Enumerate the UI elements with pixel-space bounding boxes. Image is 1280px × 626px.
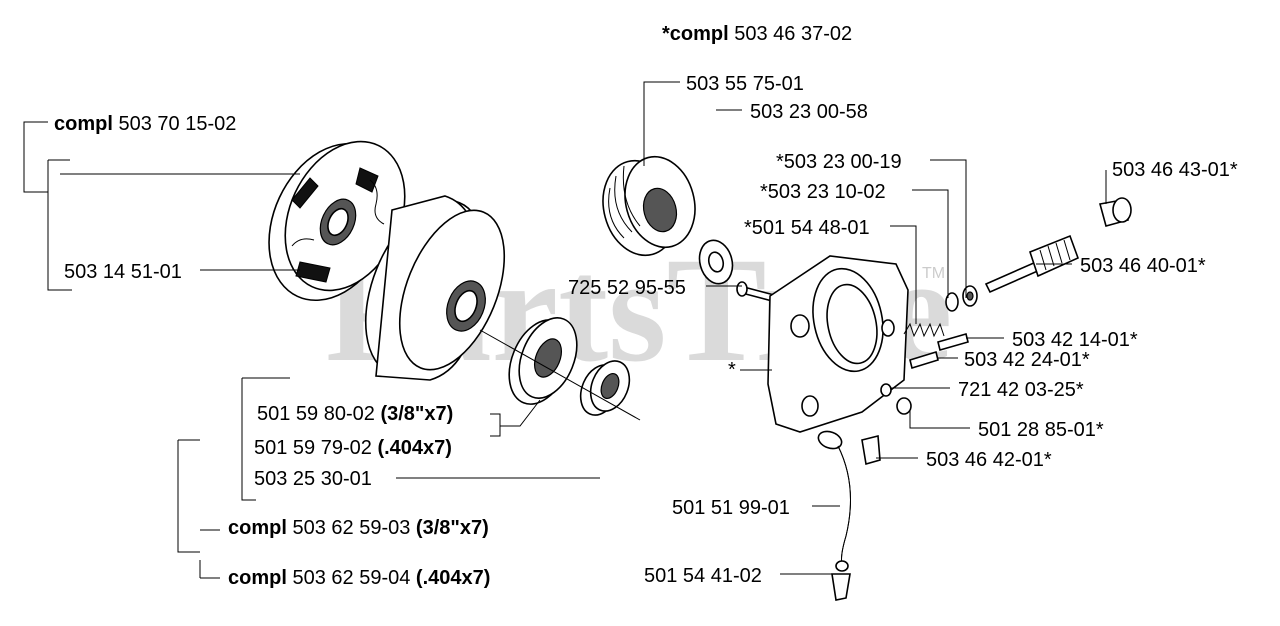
label-503-25-30-01: 503 25 30-01 xyxy=(254,468,372,490)
label-asterisk: * xyxy=(728,359,736,381)
label-503-55-75-01: 503 55 75-01 xyxy=(686,73,804,95)
label-501-59-80-02: 501 59 80-02 (3/8"x7) xyxy=(257,403,453,425)
oil-pump-illustration xyxy=(602,155,1132,601)
label-501-54-48-01: *501 54 48-01 xyxy=(744,217,870,239)
label-501-51-99-01: 501 51 99-01 xyxy=(672,497,790,519)
label-503-23-10-02: *503 23 10-02 xyxy=(760,181,886,203)
label-721-42-03-25: 721 42 03-25* xyxy=(958,379,1084,401)
label-725-52-95-55: 725 52 95-55 xyxy=(568,277,686,299)
label-503-23-00-19: *503 23 00-19 xyxy=(776,151,902,173)
label-503-46-40-01: 503 46 40-01* xyxy=(1080,255,1206,277)
label-501-28-85-01: 501 28 85-01* xyxy=(978,419,1104,441)
leader-lines-left xyxy=(23,121,641,579)
label-503-42-24-01: 503 42 24-01* xyxy=(964,349,1090,371)
label-501-59-79-02: 501 59 79-02 (.404x7) xyxy=(254,437,452,459)
label-503-46-43-01: 503 46 43-01* xyxy=(1112,159,1238,181)
label-compl-503-62-59-03: compl 503 62 59-03 (3/8"x7) xyxy=(228,517,489,539)
label-503-23-00-58: 503 23 00-58 xyxy=(750,101,868,123)
label-503-14-51-01: 503 14 51-01 xyxy=(64,261,182,283)
leader-lines-right xyxy=(643,81,1107,575)
label-503-42-14-01: 503 42 14-01* xyxy=(1012,329,1138,351)
clutch-drum-illustration xyxy=(268,140,631,416)
label-compl-503-46-37-02: *compl 503 46 37-02 xyxy=(662,23,852,45)
label-compl-503-70-15-02: compl 503 70 15-02 xyxy=(54,113,236,135)
label-compl-503-62-59-04: compl 503 62 59-04 (.404x7) xyxy=(228,567,490,589)
label-503-46-42-01: 503 46 42-01* xyxy=(926,449,1052,471)
label-501-54-41-02: 501 54 41-02 xyxy=(644,565,762,587)
watermark-trademark: TM xyxy=(922,265,945,282)
